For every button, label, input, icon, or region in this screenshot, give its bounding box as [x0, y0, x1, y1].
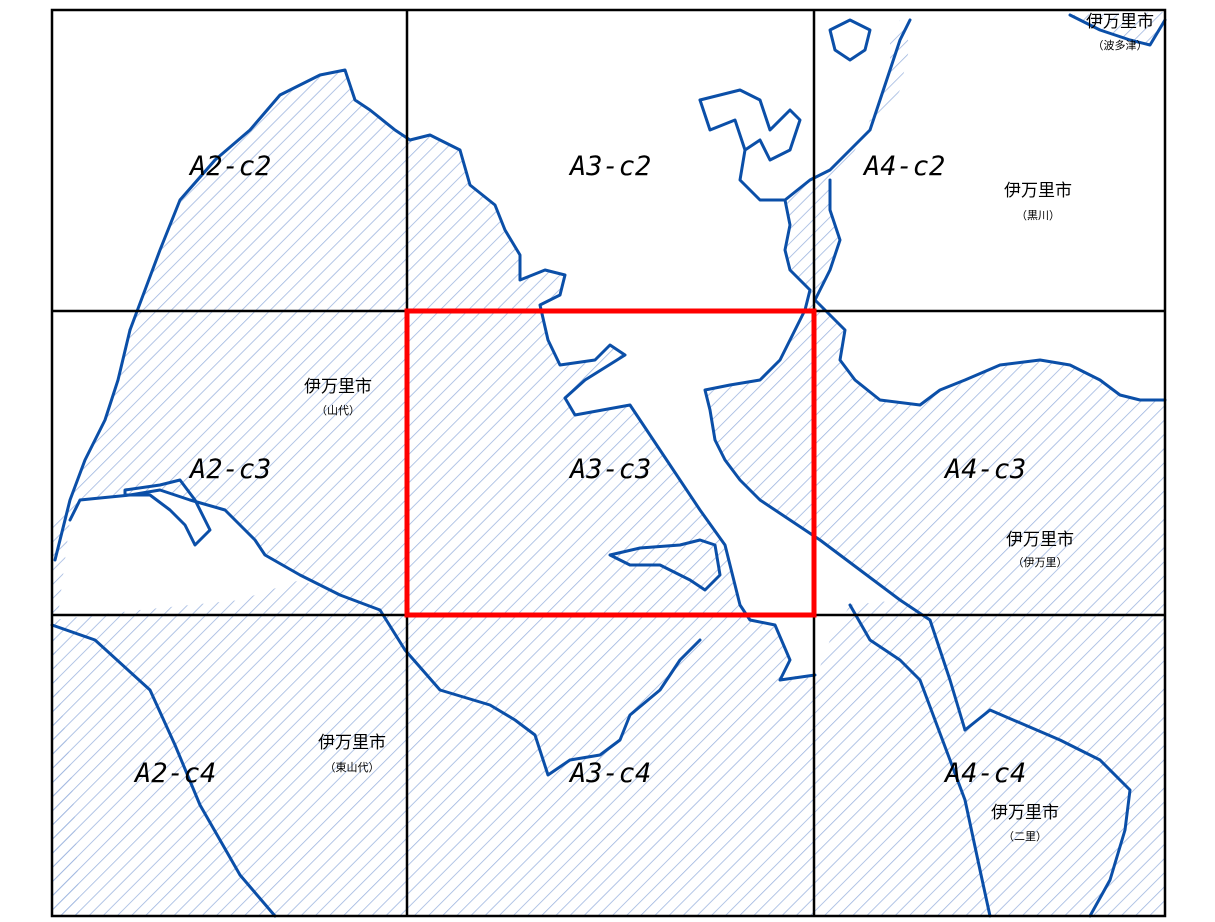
coastline-west-shore	[50, 623, 277, 918]
place-district-imari: （伊万里）	[1013, 556, 1068, 569]
coastline-port	[608, 538, 722, 592]
coastline-west	[128, 68, 817, 682]
coastline-river-north	[703, 198, 967, 732]
coastline-north-islands	[828, 18, 872, 62]
tile-label-A3-c4: A3-c4	[568, 758, 651, 789]
tile-label-A3-c3: A3-c3	[568, 454, 651, 485]
coastlines	[50, 13, 1167, 918]
place-name-yamashiro: 伊万里市	[304, 377, 372, 397]
tile-label-A3-c2: A3-c2	[568, 151, 651, 182]
land-south-central	[52, 625, 275, 916]
place-district-hatatsu: （波多津）	[1093, 38, 1148, 52]
place-district-yamashiro: （山代）	[316, 404, 360, 417]
coastline-islet	[123, 478, 212, 547]
land-areas	[52, 12, 1165, 916]
place-district-kurokawa: （黒川）	[1016, 209, 1060, 222]
coastline-east-tip	[698, 98, 747, 152]
place-name-kurokawa: 伊万里市	[1004, 181, 1072, 201]
place-name-imari: 伊万里市	[1006, 530, 1074, 550]
tile-label-A2-c2: A2-c2	[188, 151, 271, 182]
coastline-south-east	[963, 708, 1132, 918]
land-south	[52, 580, 1130, 916]
place-name-futasato: 伊万里市	[991, 803, 1059, 823]
land-east-main	[705, 20, 1165, 916]
coastline-north-east	[1068, 13, 1167, 47]
place-district-higashiyamashiro: （東山代）	[325, 761, 380, 774]
tile-label-A4-c3: A4-c3	[943, 454, 1026, 485]
coastline-inlet-west	[68, 488, 702, 777]
coastline-west-upper	[53, 328, 132, 562]
place-labels: 伊万里市 （波多津） 伊万里市 （黒川） 伊万里市 （山代） 伊万里市 （伊万里…	[304, 12, 1154, 843]
place-name-higashiyamashiro: 伊万里市	[318, 733, 386, 753]
land-east	[1070, 12, 1165, 45]
place-name-hatatsu: 伊万里市	[1086, 12, 1154, 32]
coastline-east-mid	[813, 178, 1167, 407]
place-district-futasato: （二里）	[1003, 830, 1047, 843]
land-west	[52, 70, 790, 916]
coastline-river-south	[848, 603, 992, 918]
tile-label-A4-c2: A4-c2	[862, 151, 945, 182]
tile-label-A2-c3: A2-c3	[188, 454, 271, 485]
selected-tile-highlight	[404, 308, 817, 618]
grid-outer-border	[50, 8, 1167, 918]
tile-label-A2-c4: A2-c4	[133, 758, 216, 789]
tile-label-A4-c4: A4-c4	[943, 758, 1026, 789]
tile-labels: A2-c2 A3-c2 A4-c2 A2-c3 A3-c3 A4-c3 A2-c…	[133, 151, 1026, 789]
coastline-east-upper	[698, 18, 912, 202]
